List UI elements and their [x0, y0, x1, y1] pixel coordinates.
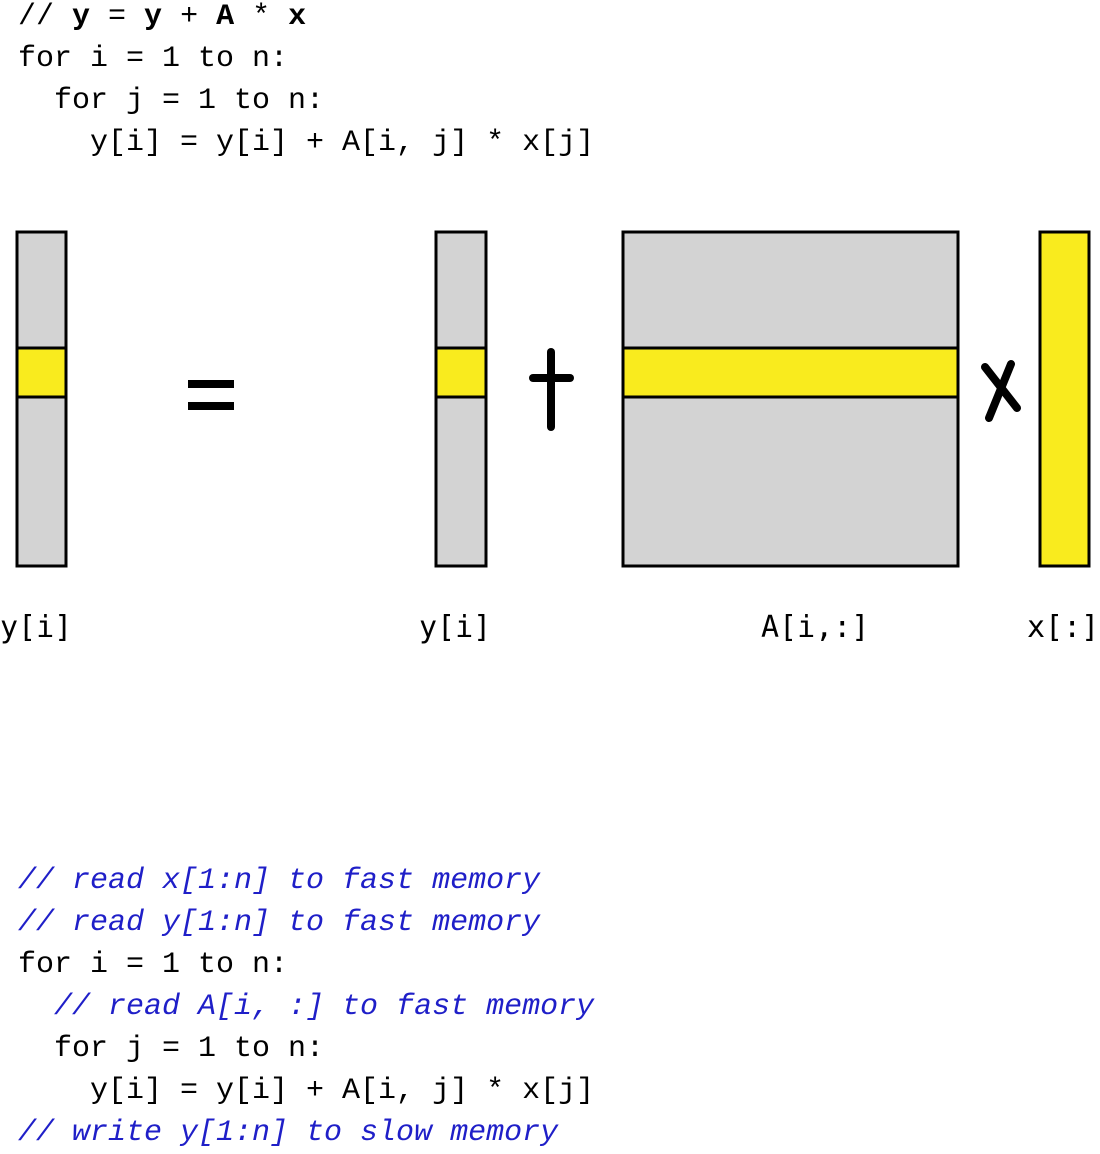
- y-input-highlight: [434, 346, 488, 399]
- bottom-code-block: // read x[1:n] to fast memory // read y[1…: [18, 860, 594, 1154]
- top-code-line-1: // y = y + A * x: [18, 0, 307, 34]
- bottom-code-line-1: // read x[1:n] to fast memory: [18, 864, 541, 898]
- x-var: x: [288, 0, 307, 34]
- label-y-result: y[i]: [0, 610, 73, 645]
- top-code-line-2: for i = 1 to n:: [18, 42, 289, 76]
- A-var: A: [216, 0, 235, 34]
- A-row-highlight: [621, 346, 960, 399]
- y-result-highlight: [15, 346, 68, 399]
- A-matrix: [621, 230, 960, 568]
- bottom-code-line-6: y[i] = y[i] + A[i, j] * x[j]: [18, 1074, 595, 1108]
- matrix-vector-diagram: [15, 230, 1091, 568]
- bottom-code-line-7: // write y[1:n] to slow memory: [18, 1116, 559, 1150]
- equals-sign: [188, 380, 234, 410]
- bottom-code-line-2: // read y[1:n] to fast memory: [18, 906, 541, 940]
- y-var: y: [72, 0, 91, 34]
- bottom-code-line-3: for i = 1 to n:: [18, 948, 289, 982]
- bottom-code-line-4: // read A[i, :] to fast memory: [18, 990, 595, 1024]
- y-input-vector: [434, 230, 488, 568]
- times-sign: [981, 360, 1021, 422]
- plus-sign: [529, 348, 574, 431]
- y-result-vector: [15, 230, 68, 568]
- top-code-block: // y = y + A * x for i = 1 to n: for j = …: [18, 0, 594, 164]
- top-code-line-3: for j = 1 to n:: [18, 84, 325, 118]
- label-A-row: A[i,:]: [761, 610, 870, 645]
- label-x-col: x[:]: [1027, 610, 1100, 645]
- y-var: y: [144, 0, 163, 34]
- x-vector: [1038, 230, 1091, 568]
- bottom-code-line-5: for j = 1 to n:: [18, 1032, 325, 1066]
- top-code-line-4: y[i] = y[i] + A[i, j] * x[j]: [18, 126, 595, 160]
- label-y-input: y[i]: [419, 610, 492, 645]
